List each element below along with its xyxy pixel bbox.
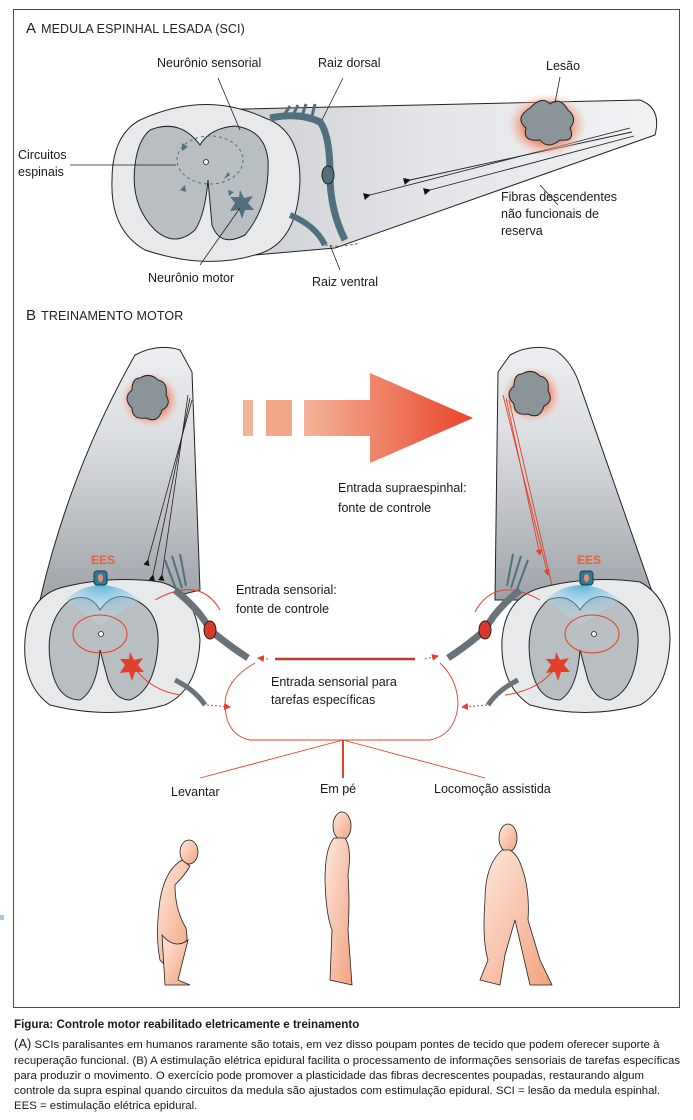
panel-a-title: A MEDULA ESPINHAL LESADA (SCI) [26,20,245,37]
panel-b-right-cord [446,346,671,713]
label-descending-fibers: Fibras descendentes não funcionais de re… [501,189,617,240]
panel-b-letter: B [26,307,37,324]
caption-title: Figura: Controle motor reabilitado eletr… [14,1018,360,1031]
label-supraspinal-input: Entrada supraespinhal: fonte de controle [338,480,467,517]
walking-figure-icon [479,823,553,986]
panel-b-left-cord [24,346,250,713]
label-spinal-circuits: Circuitos espinais [18,147,67,181]
page-edge-marker [0,915,4,920]
label-descending-fibers-line1: Fibras descendentes [501,190,618,204]
task-label-locomocao: Locomoção assistida [434,782,551,796]
standing-figure-icon [324,811,353,986]
ees-label-right: EES [577,553,602,567]
label-descending-fibers-line2: não funcionais de [501,207,599,221]
label-task-specific-input: Entrada sensorial para tarefas específic… [271,674,397,709]
label-task-line1: Entrada sensorial para [271,675,397,689]
ees-label-left: EES [91,553,116,567]
motor-neuron-active-icon [546,652,570,681]
label-spinal-circuits-line2: espinais [18,165,64,179]
motor-neuron-icon [230,190,254,219]
label-sensory-neuron: Neurônio sensorial [157,56,262,70]
panel-b-title-text: TREINAMENTO MOTOR [41,309,184,323]
motor-neuron-active-icon [120,652,144,681]
panel-a-title-text: MEDULA ESPINHAL LESADA (SCI) [41,22,245,36]
label-lesion: Lesão [546,59,581,73]
cord-cross-section [111,104,301,262]
crouching-figure-icon [157,839,199,986]
label-supraspinal-line2: fonte de controle [338,501,432,515]
label-ventral-root: Raiz ventral [312,275,378,289]
label-supraspinal-line1: Entrada supraespinhal: [338,481,467,495]
task-label-em-pe: Em pé [320,782,357,796]
sensory-feedback-loop [199,653,488,779]
label-dorsal-root: Raiz dorsal [318,56,381,70]
label-descending-fibers-line3: reserva [501,224,543,238]
panel-a-letter: A [26,20,37,37]
task-label-levantar: Levantar [171,785,220,799]
panel-a-spinal-cord [70,76,658,271]
figure-caption: Figura: Controle motor reabilitado eletr… [14,1017,682,1115]
label-sensory-line1: Entrada sensorial: [236,583,337,597]
label-sensory-line2: fonte de controle [236,602,330,616]
figure-illustration [24,76,671,986]
progress-arrow-icon [243,373,473,463]
caption-body: SCIs paralisantes em humanos raramente s… [14,1039,681,1113]
label-sensory-input: Entrada sensorial: fonte de controle [236,582,337,618]
label-motor-neuron: Neurônio motor [148,271,235,285]
panel-b-title: B TREINAMENTO MOTOR [26,307,183,324]
lesion-icon [507,93,587,157]
caption-part-a-marker: (A) [14,1036,32,1052]
label-task-line2: tarefas específicas [271,693,376,707]
label-spinal-circuits-line1: Circuitos [18,148,67,162]
